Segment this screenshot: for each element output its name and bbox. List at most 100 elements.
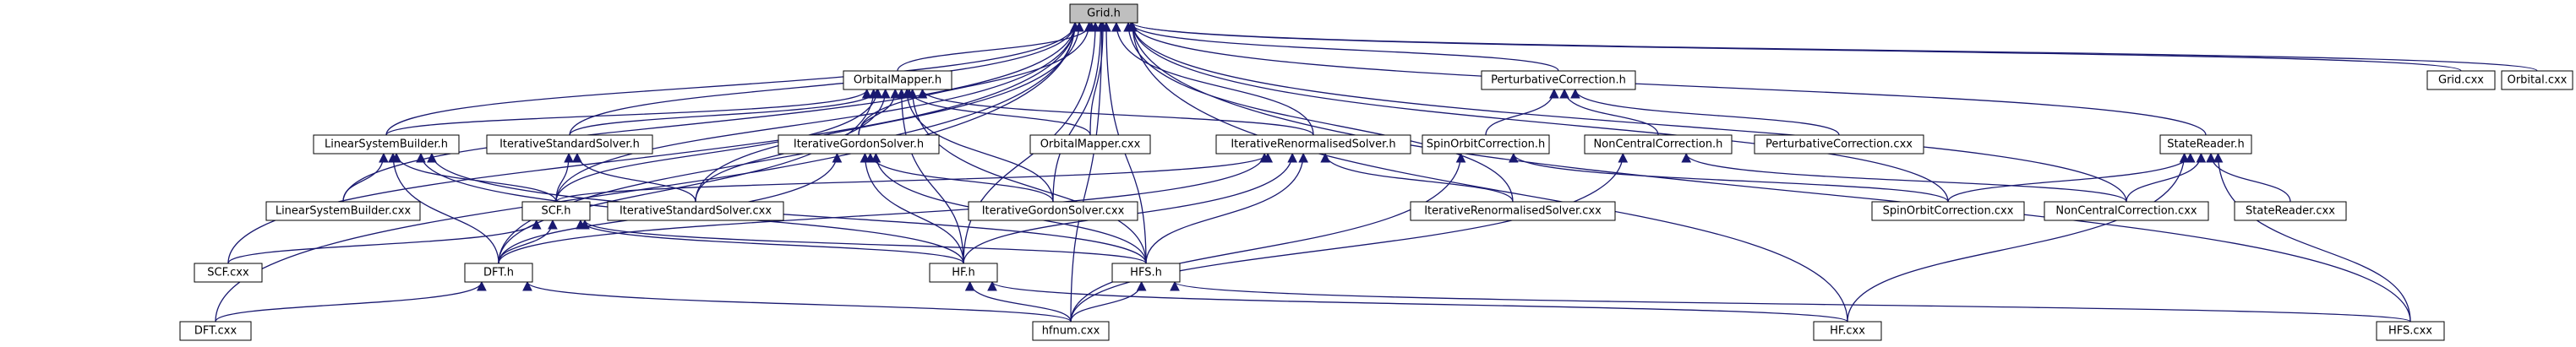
node-scf-h[interactable]: SCF.h [521,201,591,221]
node-orbitalmapper-h[interactable]: OrbitalMapper.h [843,70,952,90]
edge-hfs_h-to-grid_h [1101,21,1147,264]
edge-irs_h-to-orbitalmapper_h [917,88,1314,136]
node-box [1871,201,2025,221]
node-box [1032,321,1110,341]
edge-hfs_h-to-lsb_h [427,152,1147,264]
edge-spinorbit_cxx-to-statereader_h [1947,152,2196,203]
node-box [2426,70,2496,90]
node-statereader-cxx[interactable]: StateReader.cxx [2234,201,2347,221]
edge-scf_h-to-iss_h [555,152,574,203]
node-irs-h[interactable]: IterativeRenormalisedSolver.h [1215,134,1411,155]
node-box [778,134,940,155]
node-spinorbit-cxx[interactable]: SpinOrbitCorrection.cxx [1871,201,2025,221]
edge-perturbative_h-to-grid_h [1126,21,1559,72]
edge-dft_cxx-to-dft_h [215,280,487,323]
node-label: NonCentralCorrection.cxx [2055,205,2197,218]
edge-hf_cxx-to-hf_h [987,280,1848,323]
node-grid-h[interactable]: Grid.h [1069,3,1138,24]
node-label: OrbitalMapper.h [854,74,941,87]
node-grid-cxx[interactable]: Grid.cxx [2426,70,2496,90]
node-box [1813,321,1882,341]
node-hf-h[interactable]: HF.h [929,263,998,283]
node-label: IterativeRenormalisedSolver.cxx [1424,205,1602,218]
edge-dft_h-to-orbitalmapper_h [498,88,879,264]
node-hfnum-cxx[interactable]: hfnum.cxx [1032,321,1110,341]
node-label: LinearSystemBuilder.h [325,138,448,151]
edge-igs_h-to-grid_h [858,21,1094,136]
node-perturbative-cxx[interactable]: PerturbativeCorrection.cxx [1754,134,1924,155]
node-label: IterativeStandardSolver.h [499,138,640,151]
edge-igs_cxx-to-grid_h [1052,21,1106,203]
node-iss-h[interactable]: IterativeStandardSolver.h [486,134,653,155]
node-spinorbit-h[interactable]: SpinOrbitCorrection.h [1422,134,1550,155]
edge-iss_h-to-grid_h [569,21,1080,136]
node-box [929,263,998,283]
node-dft-h[interactable]: DFT.h [464,263,533,283]
edge-hf_h-to-scf_h [576,219,964,264]
edge-scf_h-to-orbitalmapper_h [555,88,882,203]
edge-dft_h-to-irs_h [498,152,1269,264]
edge-hf_cxx-to-statereader_h [1847,152,2190,323]
node-box [2234,201,2347,221]
edge-perturbative_cxx-to-perturbative_h [1570,88,1840,136]
node-lsb-cxx[interactable]: LinearSystemBuilder.cxx [265,201,421,221]
node-noncentral-h[interactable]: NonCentralCorrection.h [1584,134,1733,155]
node-box [2501,70,2573,90]
node-label: Orbital.cxx [2508,74,2568,87]
edge-orbital_cxx-to-grid_h [1127,21,2538,72]
edge-orbitalmapper_cxx-to-grid_h [1089,21,1108,136]
node-label: IterativeStandardSolver.cxx [619,205,772,218]
node-label: LinearSystemBuilder.cxx [276,205,412,218]
edge-spinorbit_cxx-to-grid_h [1127,21,1949,203]
node-label: Grid.cxx [2438,74,2484,87]
edge-hfnum_cxx-to-noncentral_h [1070,152,1629,323]
node-box [1029,134,1151,155]
node-box [1481,70,1636,90]
edge-igs_h-to-orbitalmapper_h [858,88,901,136]
edge-hfnum_cxx-to-hfs_h [1070,280,1147,323]
node-dft-cxx[interactable]: DFT.cxx [179,321,252,341]
node-label: DFT.h [483,267,514,279]
node-hfs-h[interactable]: HFS.h [1111,263,1181,283]
node-box [194,263,263,283]
node-scf-cxx[interactable]: SCF.cxx [194,263,263,283]
node-orbitalmapper-cxx[interactable]: OrbitalMapper.cxx [1029,134,1151,155]
node-label: HFS.h [1130,267,1162,279]
edge-dft_h-to-lsb_h [388,152,499,264]
node-label: hfnum.cxx [1042,325,1100,338]
node-label: PerturbativeCorrection.cxx [1766,138,1913,151]
node-label: HFS.cxx [2388,325,2432,338]
node-statereader-h[interactable]: StateReader.h [2159,134,2252,155]
node-label: NonCentralCorrection.h [1594,138,1723,151]
node-box [843,70,952,90]
node-box [313,134,460,155]
node-label: SpinOrbitCorrection.cxx [1883,205,2014,218]
edge-spinorbit_h-to-perturbative_h [1485,88,1559,136]
node-perturbative-h[interactable]: PerturbativeCorrection.h [1481,70,1636,90]
node-iss-cxx[interactable]: IterativeStandardSolver.cxx [607,201,784,221]
node-label: IterativeGordonSolver.h [794,138,924,151]
edge-hfs_h-to-scf_h [580,219,1147,264]
node-noncentral-cxx[interactable]: NonCentralCorrection.cxx [2044,201,2209,221]
edge-irs_h-to-grid_h [1111,21,1314,136]
node-label: StateReader.cxx [2246,205,2335,218]
edge-hfnum_cxx-to-grid_h [1070,21,1107,323]
node-box [521,201,591,221]
edge-hfs_cxx-to-grid_h [1127,21,2411,323]
node-igs-h[interactable]: IterativeGordonSolver.h [778,134,940,155]
node-label: Grid.h [1087,8,1121,20]
node-irs-cxx[interactable]: IterativeRenormalisedSolver.cxx [1410,201,1616,221]
node-box [1754,134,1924,155]
node-igs-cxx[interactable]: IterativeGordonSolver.cxx [968,201,1138,221]
node-label: SpinOrbitCorrection.h [1427,138,1546,151]
node-box [968,201,1138,221]
node-orbital-cxx[interactable]: Orbital.cxx [2501,70,2573,90]
node-box [2376,321,2445,341]
edge-lsb_cxx-to-lsb_h [342,152,389,203]
node-hf-cxx[interactable]: HF.cxx [1813,321,1882,341]
node-hfs-cxx[interactable]: HFS.cxx [2376,321,2445,341]
edge-irs_cxx-to-irs_h [1320,152,1514,203]
edge-scf_h-to-irs_h [555,152,1273,203]
edge-scf_h-to-grid_h [555,21,1080,203]
node-lsb-h[interactable]: LinearSystemBuilder.h [313,134,460,155]
